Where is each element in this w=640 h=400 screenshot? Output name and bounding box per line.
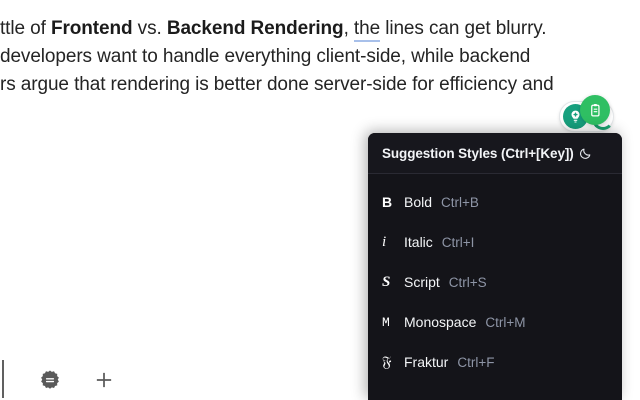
gear-icon[interactable] (36, 366, 64, 394)
popup-title: Suggestion Styles (Ctrl+[Key]) (382, 145, 574, 161)
menu-item-fraktur[interactable]: 𝔉 Fraktur Ctrl+F (368, 342, 622, 382)
text-segment: ttle of (0, 18, 51, 39)
script-glyph-icon: S (382, 273, 391, 290)
suggestion-underlined-word[interactable]: the (353, 18, 380, 42)
menu-item-label: Fraktur (404, 354, 449, 370)
lightbulb-plus-icon[interactable] (563, 104, 588, 129)
suggestion-styles-popup[interactable]: Suggestion Styles (Ctrl+[Key]) B Bold Ct… (368, 133, 622, 400)
menu-item-label: Monospace (404, 314, 477, 330)
bottom-toolbar (0, 358, 200, 400)
menu-item-shortcut: Ctrl+B (441, 194, 479, 210)
document-text-area[interactable]: ttle of Frontend vs. Backend Rendering, … (0, 0, 640, 110)
menu-item-shortcut: Ctrl+S (448, 274, 487, 290)
document-line-2: developers want to handle everything cli… (0, 46, 531, 67)
clipboard-icon[interactable] (580, 95, 610, 125)
text-segment: vs. (132, 18, 167, 39)
floating-action-button-cluster[interactable] (559, 95, 617, 137)
text-segment: lines can get blurry. (380, 18, 547, 39)
moon-icon[interactable] (579, 147, 592, 160)
plus-icon[interactable] (90, 366, 118, 394)
toolbar-divider (2, 360, 4, 398)
menu-item-bold[interactable]: B Bold Ctrl+B (368, 182, 622, 222)
menu-item-label: Bold (404, 194, 433, 210)
document-line-1: ttle of Frontend vs. Backend Rendering, … (0, 16, 640, 42)
bold-glyph-icon: B (382, 194, 393, 210)
suggestion-styles-menu-list[interactable]: B Bold Ctrl+B i Italic Ctrl+I S Script C… (368, 174, 622, 382)
document-line-3: rs argue that rendering is better done s… (0, 74, 554, 95)
menu-item-shortcut: Ctrl+F (457, 354, 495, 370)
menu-item-shortcut: Ctrl+M (485, 314, 526, 330)
menu-item-shortcut: Ctrl+I (441, 234, 475, 250)
menu-item-label: Script (404, 274, 440, 290)
menu-item-label: Italic (404, 234, 433, 250)
menu-item-monospace[interactable]: M Monospace Ctrl+M (368, 302, 622, 342)
monospace-glyph-icon: M (382, 314, 390, 330)
menu-item-script[interactable]: S Script Ctrl+S (368, 262, 622, 302)
menu-item-italic[interactable]: i Italic Ctrl+I (368, 222, 622, 262)
text-segment: , (343, 18, 354, 39)
popup-header: Suggestion Styles (Ctrl+[Key]) (368, 133, 622, 174)
fraktur-glyph-icon: 𝔉 (382, 353, 392, 371)
italic-glyph-icon: i (382, 233, 387, 250)
text-segment-bold-backend-rendering: Backend Rendering (166, 18, 344, 39)
text-segment-bold-frontend: Frontend (50, 18, 133, 39)
